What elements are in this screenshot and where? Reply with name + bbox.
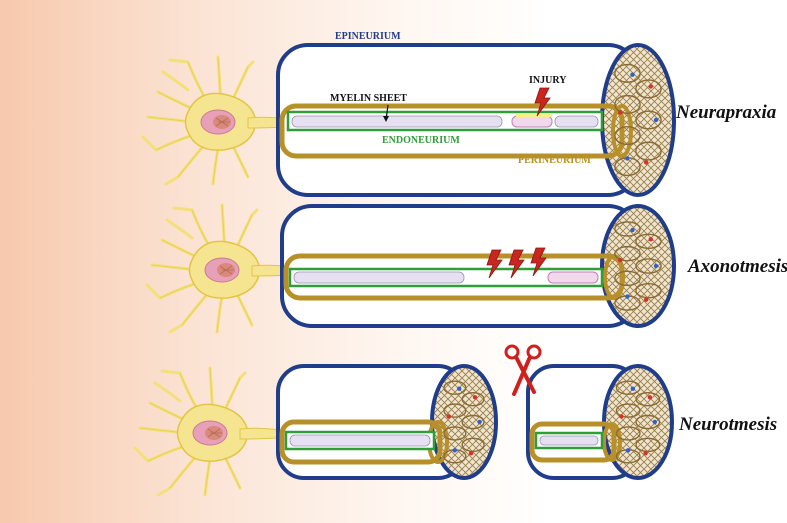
myelin-pointer-arrowhead <box>383 116 389 122</box>
perineurium-tube <box>283 253 625 301</box>
myelin-segments <box>293 271 599 284</box>
myelin-sheet-label: MYELIN SHEET <box>330 93 407 104</box>
perineurium-label: PERINEURIUM <box>518 155 591 166</box>
perineurium-tube <box>529 421 622 463</box>
fascicle-cross-section-icon <box>614 63 662 177</box>
injury-label: INJURY <box>529 75 567 86</box>
fascicle-cross-section-icon <box>443 380 485 464</box>
myelin-segments <box>539 435 599 446</box>
fascicle-cross-section-icon <box>615 380 661 464</box>
fascicle-cross-section-icon <box>614 221 662 311</box>
axonotmesis-nerve <box>280 204 676 328</box>
neurotmesis-nerve-distal <box>526 364 674 480</box>
injury-highlight <box>516 114 552 117</box>
myelin-segments <box>291 115 599 128</box>
neurapraxia-nerve <box>276 43 676 197</box>
neuron-icon <box>133 366 282 497</box>
myelin-segments <box>289 434 431 447</box>
perineurium-tube <box>279 103 633 159</box>
endoneurium-label: ENDONEURIUM <box>382 135 460 146</box>
row-title-neurotmesis: Neurotmesis <box>678 414 777 435</box>
row-title-neurapraxia: Neurapraxia <box>675 102 777 123</box>
epineurium-label: EPINEURIUM <box>335 31 401 42</box>
neuron-icon <box>141 55 290 186</box>
neuron-icon <box>145 203 294 334</box>
row-title-axonotmesis: Axonotmesis <box>687 256 787 277</box>
scissors-icon <box>504 344 542 396</box>
